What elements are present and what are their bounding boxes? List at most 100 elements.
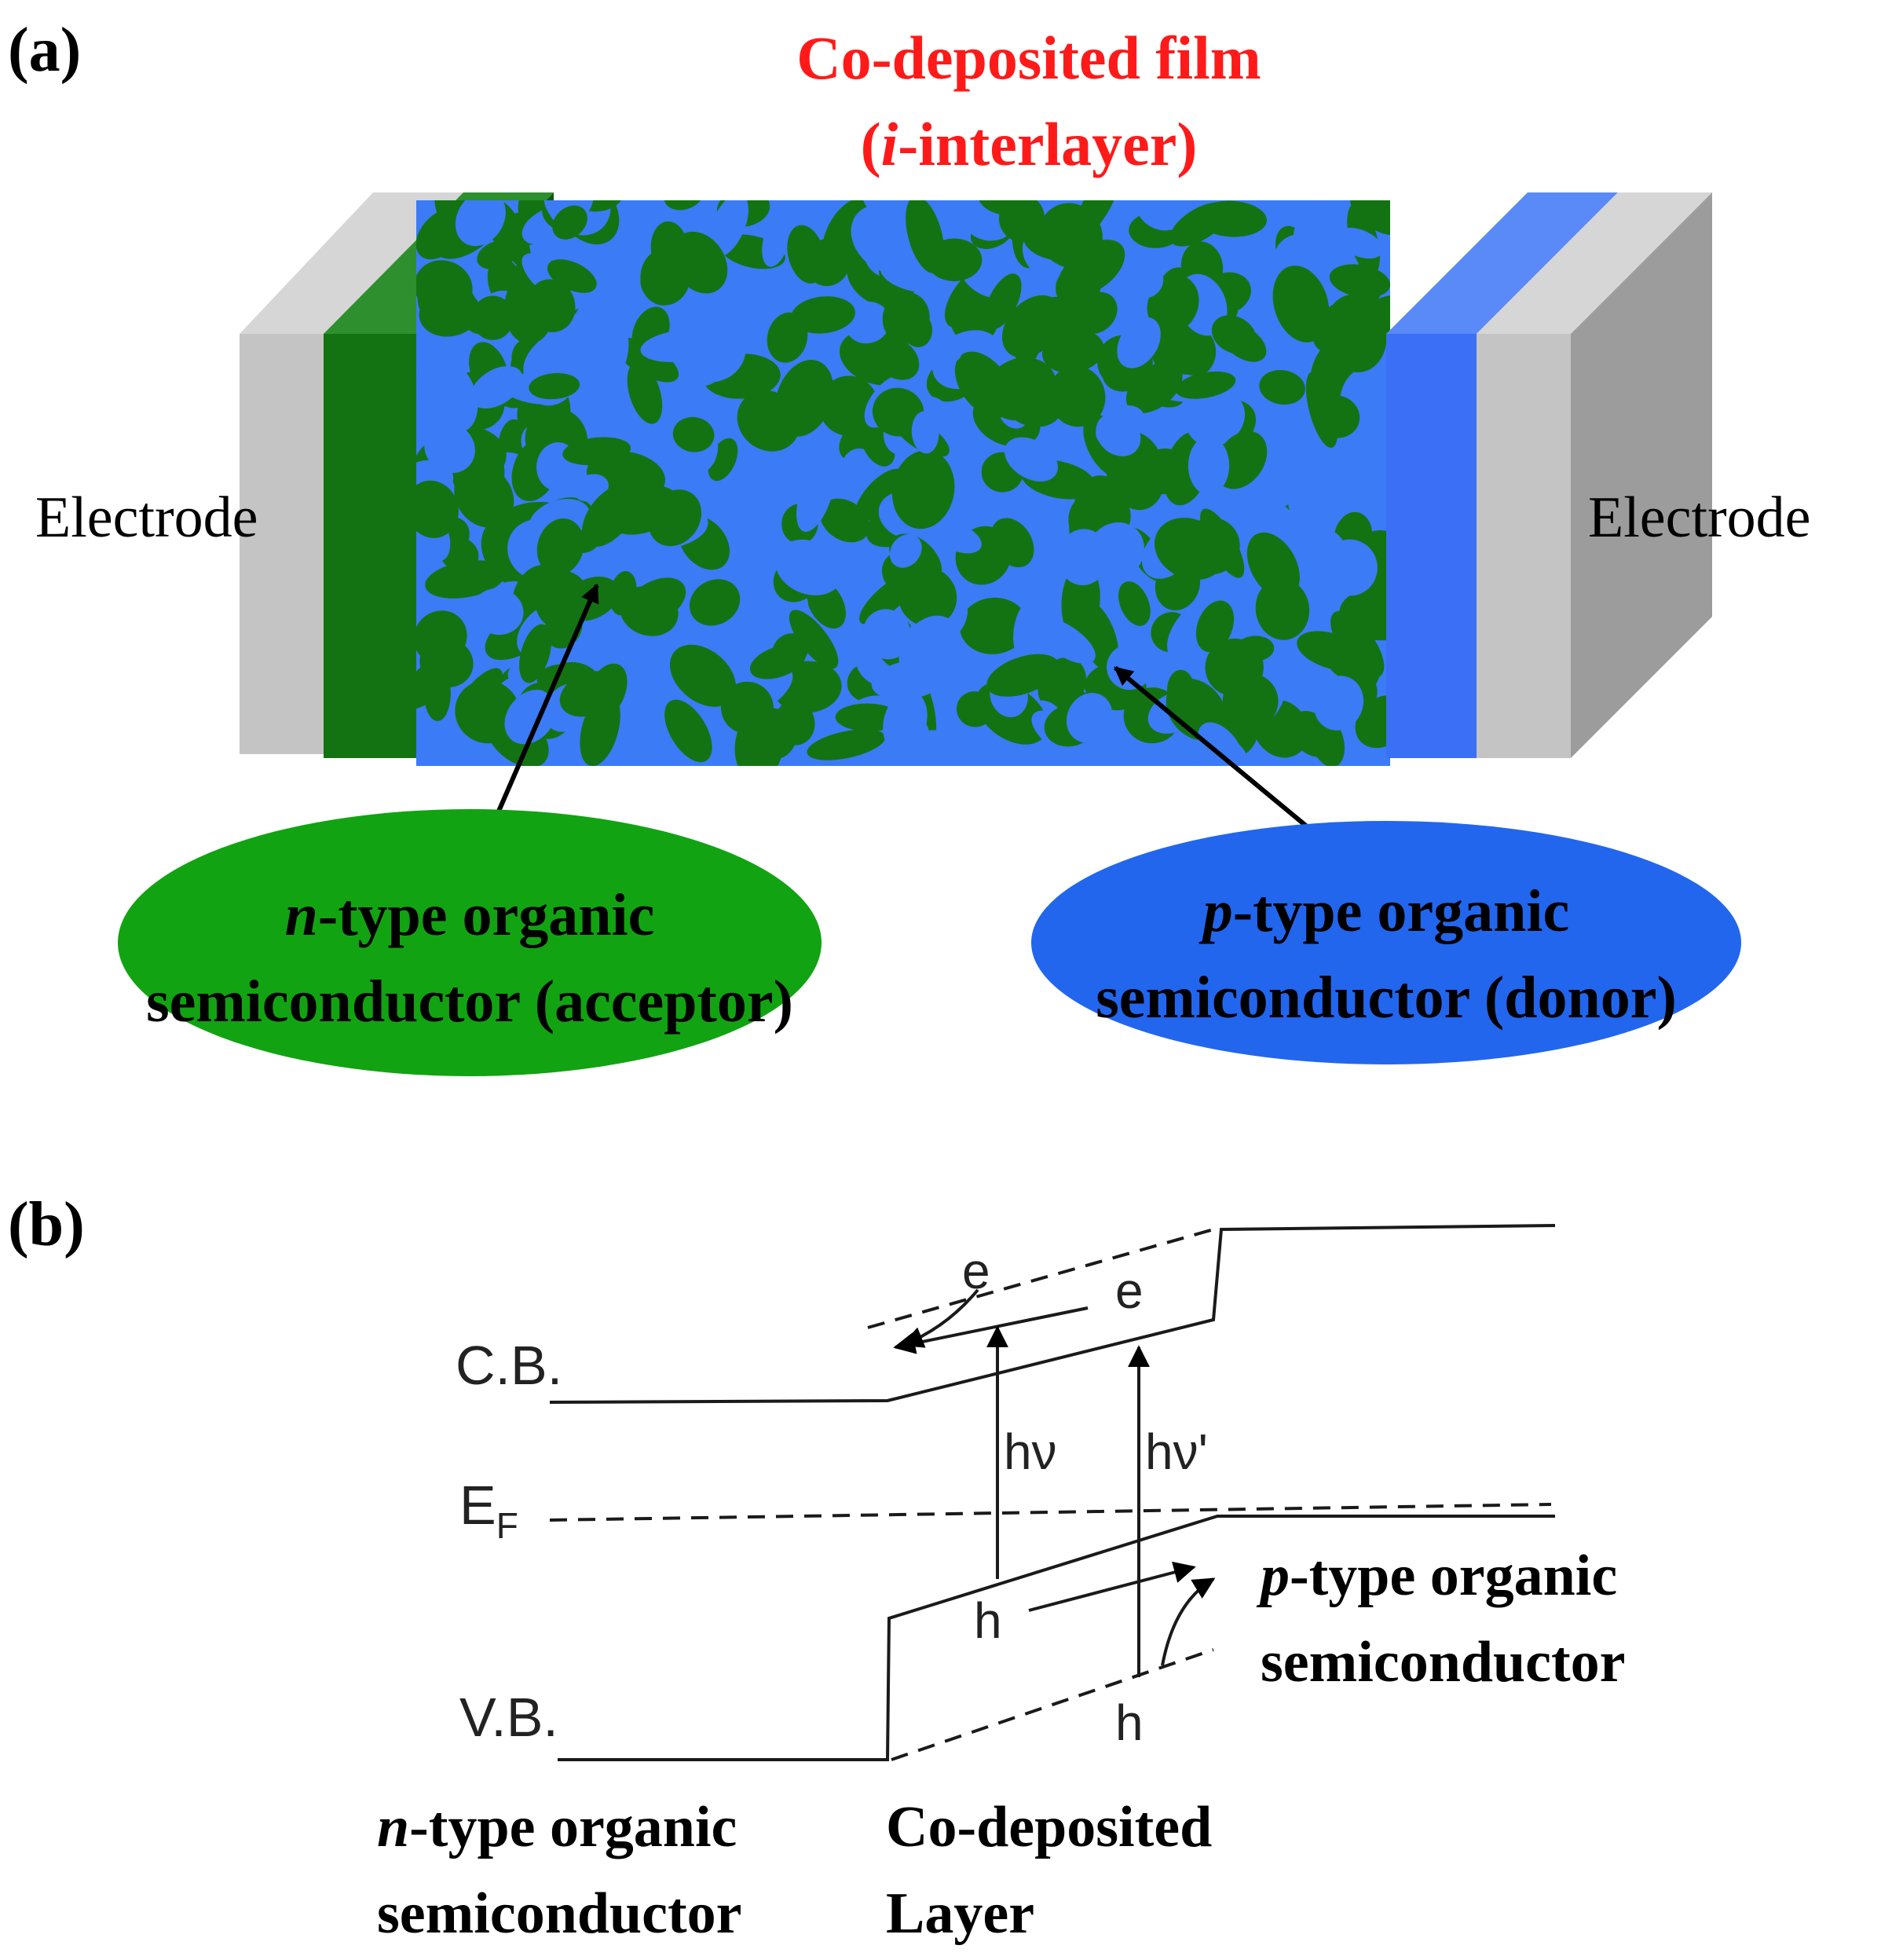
film-grain xyxy=(933,522,982,554)
film-grain xyxy=(807,729,886,760)
film-title-line1: Co-deposited film xyxy=(796,24,1261,92)
film-grain xyxy=(984,273,1022,330)
film-grain xyxy=(519,624,552,683)
film-grain xyxy=(455,680,520,744)
film-grain xyxy=(416,480,459,538)
p-type-label-line2: semiconductor xyxy=(1261,1630,1626,1694)
film-grain xyxy=(1124,260,1164,299)
film-grain xyxy=(1324,294,1387,372)
film-grain xyxy=(470,365,523,409)
film-grain xyxy=(416,650,463,710)
film-grain xyxy=(907,730,961,766)
acceptor-label-line1: n-type organic xyxy=(285,882,655,948)
film-grain xyxy=(1255,578,1310,640)
film-grain xyxy=(1074,291,1118,335)
film-grain xyxy=(1083,732,1139,766)
film-grain xyxy=(672,416,715,452)
film-grain xyxy=(669,644,737,707)
film-grain xyxy=(889,533,922,568)
film-grain xyxy=(1323,634,1369,681)
film-grain xyxy=(1314,395,1360,438)
film-grain xyxy=(1058,529,1109,586)
film-grain xyxy=(990,518,1034,568)
panel-a-label: (a) xyxy=(8,16,81,85)
acceptor-callout: n-type organic semiconductor (acceptor) xyxy=(118,809,822,1076)
film-grain xyxy=(529,372,580,400)
film-grain xyxy=(708,200,748,258)
film-grain xyxy=(1175,371,1236,399)
film-grain xyxy=(425,560,506,599)
donor-label-line1: p-type organic xyxy=(1198,878,1569,944)
donor-label-line2: semiconductor (donor) xyxy=(1096,965,1677,1031)
film-grain xyxy=(664,699,712,763)
film-grain xyxy=(1336,227,1383,259)
film-grain xyxy=(1005,437,1058,482)
film-title-line2: (i-interlayer) xyxy=(861,110,1198,178)
film-grain xyxy=(1352,200,1390,222)
film-grain xyxy=(1272,457,1312,507)
film-grain xyxy=(1013,598,1048,663)
left-electrode xyxy=(240,192,471,754)
film-grain xyxy=(523,332,584,387)
film-grain xyxy=(562,437,631,466)
film-grain xyxy=(851,204,922,274)
electron-transfer-arrow xyxy=(893,1306,1089,1354)
film-grain xyxy=(455,200,506,247)
film-grain xyxy=(911,411,939,454)
panel-a: (a) Co-deposited film (i-interlayer) Ele… xyxy=(8,16,1811,1076)
film-grain xyxy=(416,207,467,260)
film-grain xyxy=(614,337,679,383)
film-grain xyxy=(898,615,961,686)
film-grain xyxy=(1169,202,1229,247)
film-grain xyxy=(584,663,628,721)
film-grain xyxy=(626,577,686,625)
cb-label: C.B. xyxy=(456,1335,562,1396)
film-grain xyxy=(791,296,855,334)
film-grain xyxy=(1355,695,1390,749)
film-grain xyxy=(1294,200,1346,247)
film-grain xyxy=(986,357,1057,421)
film-grain xyxy=(1329,264,1390,298)
p-type-label-line1: p-type organic xyxy=(1256,1544,1617,1608)
film-grain xyxy=(1048,365,1106,427)
hole-curve-arrow xyxy=(1161,1577,1216,1666)
film-grain xyxy=(944,454,987,482)
film-grain xyxy=(1096,412,1141,456)
photon-label-hv-prime: hν' xyxy=(1145,1423,1208,1480)
electron-label-1: e xyxy=(962,1243,990,1299)
conduction-band-dashed xyxy=(867,1228,1214,1329)
film-grain xyxy=(820,498,870,543)
film-grain xyxy=(721,681,774,735)
film-grain xyxy=(454,464,514,528)
film-grain xyxy=(416,260,473,314)
film-grain xyxy=(1033,617,1096,664)
film-grain xyxy=(960,597,1028,654)
hole-transfer-arrow xyxy=(1028,1561,1196,1612)
film-grain xyxy=(902,310,932,347)
film-grain xyxy=(424,423,475,474)
film-grain xyxy=(1167,669,1195,709)
film-grain xyxy=(582,484,638,547)
film-grain xyxy=(774,539,843,595)
panel-b: (b) C.B. EF V.B. e e hν hν' h h xyxy=(8,1190,1626,1946)
film-grain xyxy=(796,459,835,532)
right-electrode xyxy=(1477,192,1712,758)
film-grain xyxy=(526,279,576,332)
conduction-band-line xyxy=(549,1224,1556,1404)
band-diagram xyxy=(549,1224,1556,1761)
film-grain xyxy=(986,654,1059,697)
layer-label-line1: Co-deposited xyxy=(886,1795,1212,1859)
film-grain xyxy=(578,317,629,393)
film-grain xyxy=(774,700,815,746)
film-grain xyxy=(552,205,587,240)
film-grain xyxy=(547,259,597,293)
film-grain xyxy=(573,474,609,502)
film-grain xyxy=(1211,315,1257,354)
film-grain xyxy=(536,518,584,576)
electron-label-2: e xyxy=(1115,1262,1144,1319)
film-grain xyxy=(1188,436,1230,495)
film-grain xyxy=(1222,673,1279,729)
film-grain xyxy=(416,720,454,766)
film-grain xyxy=(1012,296,1092,341)
fermi-level-line xyxy=(549,1503,1552,1522)
